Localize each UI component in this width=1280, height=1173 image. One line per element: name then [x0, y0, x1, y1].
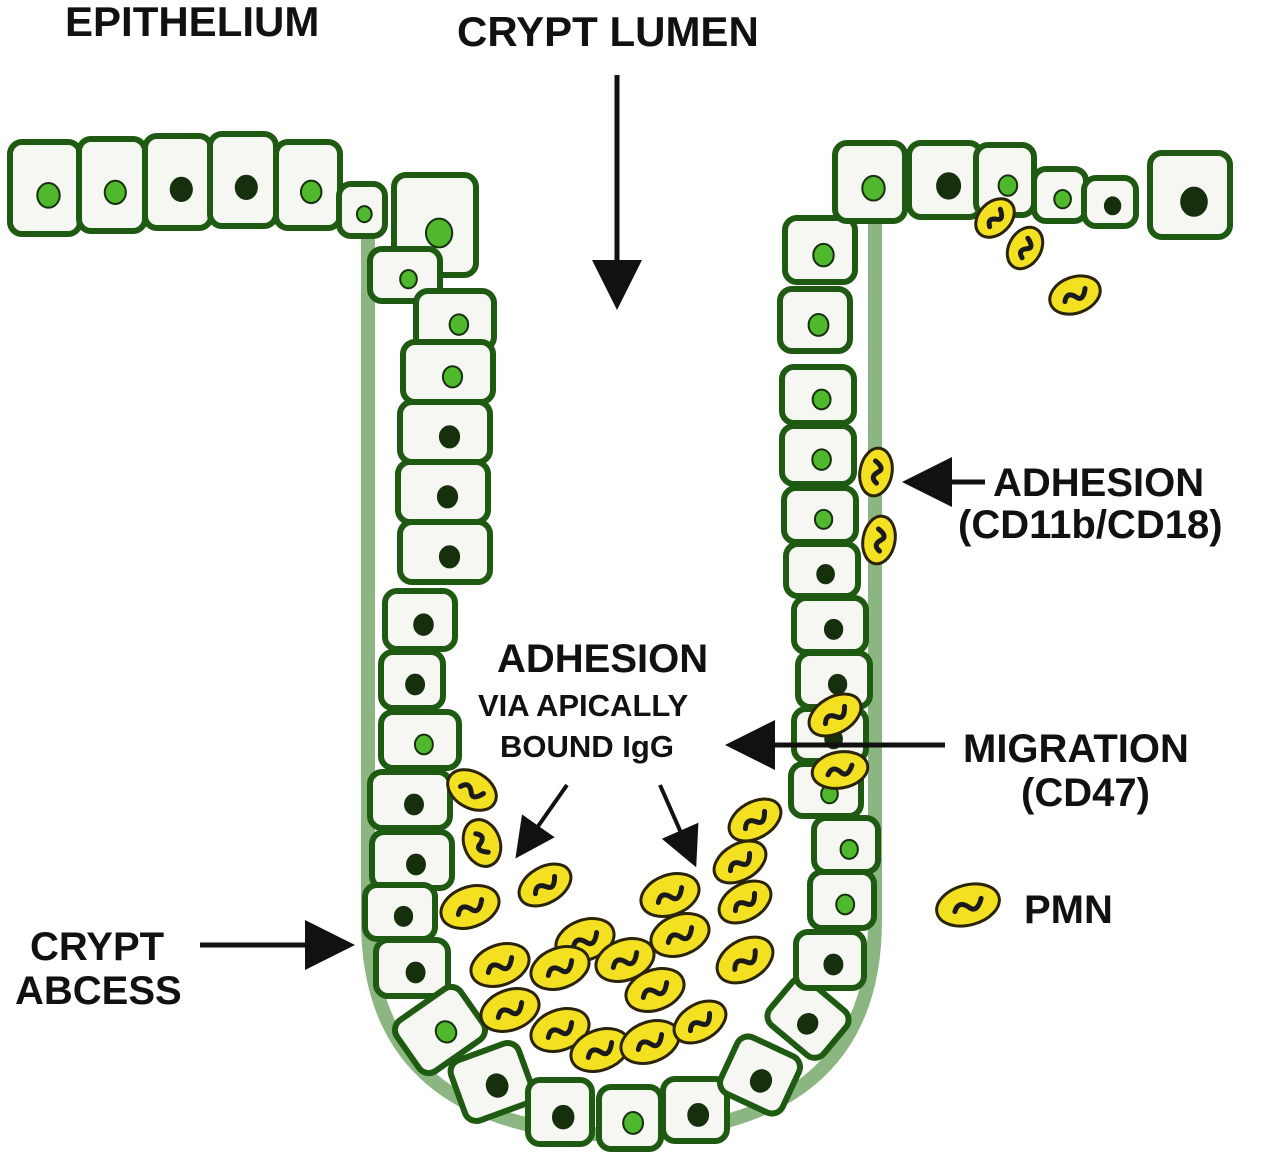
crypt-lumen-label: CRYPT LUMEN — [457, 8, 759, 55]
pmn-cell — [672, 999, 728, 1045]
epithelial-cell — [811, 815, 881, 875]
pmn-cell — [594, 937, 656, 983]
crypt-abcess-line1: CRYPT — [30, 925, 164, 969]
pmn-cell — [712, 839, 768, 885]
pmn-cell — [469, 942, 531, 988]
crypt-abcess-line2: ABCESS — [15, 969, 182, 1013]
pmn-cell — [639, 872, 701, 918]
epithelial-cell — [391, 983, 489, 1077]
epithelial-cell — [76, 136, 148, 234]
pmn-cells — [439, 197, 1102, 1073]
epithelial-cell — [1081, 175, 1139, 229]
pmn-cell — [517, 862, 573, 908]
migration-sublabel: (CD47) — [1021, 771, 1150, 815]
adhesion-center-label: ADHESION — [497, 637, 708, 681]
epithelial-cell — [447, 1039, 537, 1125]
pmn-cell — [717, 879, 773, 925]
epithelial-cell — [397, 399, 493, 465]
epithelial-cell — [764, 975, 852, 1061]
epithelial-cell — [367, 769, 453, 831]
epithelial-cell — [142, 133, 214, 231]
pmn-cell — [1005, 225, 1045, 271]
pmn-cell — [935, 882, 1001, 928]
pmn-cell — [569, 1027, 631, 1073]
adhesion-center-line3: BOUND IgG — [500, 729, 674, 764]
epithelial-cell — [660, 1076, 730, 1144]
adhesion-center-line2: VIA APICALLY — [478, 688, 688, 723]
pmn-cell — [810, 750, 870, 790]
pmn-cell — [807, 692, 863, 738]
migration-label: MIGRATION — [963, 727, 1189, 771]
epithelium-label: EPITHELIUM — [65, 0, 319, 45]
pmn-cell — [974, 197, 1016, 239]
epithelial-cell — [525, 1077, 595, 1147]
epithelial-cell — [906, 140, 984, 220]
epithelial-cell — [783, 541, 861, 599]
pmn-cell — [858, 446, 894, 498]
pmn-cell — [461, 818, 503, 868]
epithelial-cell — [779, 423, 857, 487]
epithelial-cell — [273, 139, 343, 231]
epithelial-cell — [378, 709, 462, 771]
pmn-label: PMN — [1024, 888, 1113, 932]
pmn-cell — [624, 967, 686, 1013]
epithelial-cell — [793, 929, 867, 991]
pmn-cell — [529, 1007, 591, 1053]
epithelial-cell — [382, 588, 458, 652]
epithelial-cell — [779, 364, 857, 426]
epithelial-cell — [207, 131, 279, 229]
adhesion-left-arrow — [515, 783, 569, 859]
epithelial-cell — [791, 595, 869, 655]
epithelial-cell — [832, 140, 908, 224]
epithelial-cell — [717, 1033, 803, 1117]
epithelial-cell — [7, 139, 83, 237]
epithelial-cell — [373, 937, 451, 999]
epithelial-cell — [777, 286, 853, 354]
pmn-cell — [715, 935, 775, 985]
pmn-cell — [446, 768, 498, 812]
epithelial-cell — [369, 829, 455, 891]
epithelial-cell — [378, 649, 446, 711]
pmn-cell — [727, 797, 783, 843]
pmn-cell — [529, 945, 591, 991]
epithelial-cell — [781, 485, 859, 545]
epithelial-cell — [1031, 166, 1089, 224]
adhesion-right-label: ADHESION — [993, 461, 1204, 505]
pmn-cell — [649, 912, 711, 958]
epithelial-cell — [782, 215, 858, 285]
epithelial-cell — [400, 339, 496, 405]
pmn-cell — [1048, 274, 1102, 316]
pmn-cell — [439, 884, 501, 930]
epithelial-cell — [807, 869, 877, 931]
pmn-cell — [861, 514, 897, 566]
epithelial-cell — [1147, 150, 1233, 240]
adhesion-down-arrow — [658, 784, 699, 868]
epithelial-cell — [596, 1084, 664, 1152]
epithelial-cell — [367, 246, 443, 304]
adhesion-right-sublabel: (CD11b/CD18) — [958, 503, 1223, 547]
pmn-cell — [479, 987, 541, 1033]
epithelial-cell — [362, 882, 438, 942]
epithelial-cell — [397, 519, 493, 585]
epithelium-cells — [7, 131, 1233, 1152]
epithelial-cell — [336, 181, 388, 239]
epithelial-cell — [395, 459, 491, 525]
